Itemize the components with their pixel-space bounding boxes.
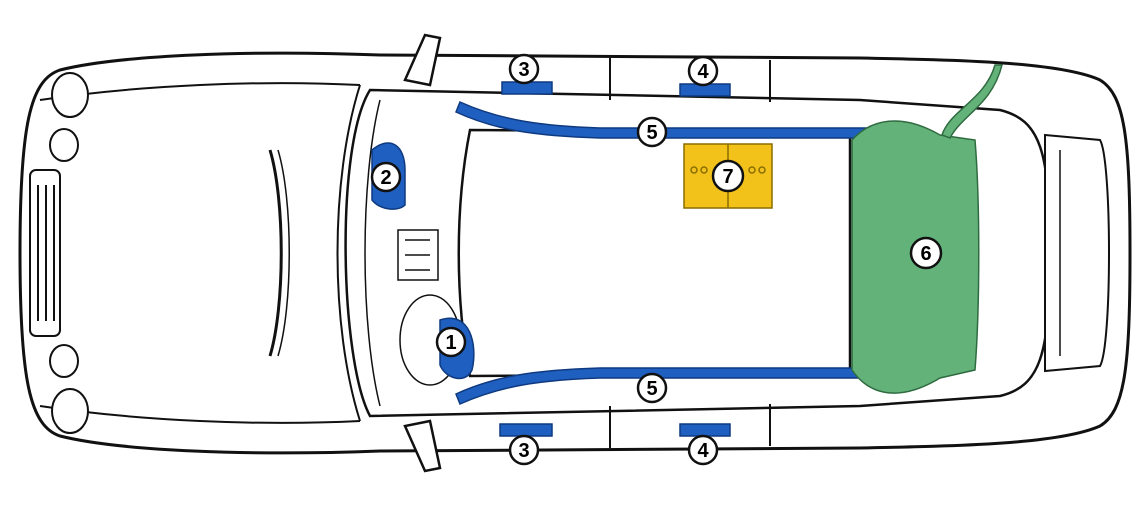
label-5-top: 5 bbox=[636, 116, 668, 148]
label-4-bottom-text: 4 bbox=[697, 440, 709, 462]
headlights bbox=[49, 72, 89, 434]
label-1-text: 1 bbox=[445, 332, 456, 354]
label-6: 6 bbox=[909, 236, 943, 270]
label-3-bottom-text: 3 bbox=[518, 440, 529, 462]
headlight-top-2 bbox=[49, 128, 79, 162]
label-2: 2 bbox=[370, 161, 402, 193]
label-4-bottom: 4 bbox=[687, 434, 719, 466]
front-side-airbag-bottom bbox=[499, 423, 553, 437]
label-1: 1 bbox=[435, 326, 467, 358]
label-2-text: 2 bbox=[380, 167, 391, 189]
cargo-hose bbox=[941, 64, 1003, 139]
label-7: 7 bbox=[711, 159, 745, 193]
cabin bbox=[344, 58, 1110, 448]
label-5-bottom-text: 5 bbox=[646, 378, 657, 400]
dashboard bbox=[364, 99, 461, 407]
label-6-text: 6 bbox=[920, 243, 931, 265]
label-3-top: 3 bbox=[508, 53, 540, 85]
label-7-text: 7 bbox=[722, 166, 733, 188]
hood bbox=[29, 82, 361, 424]
labels: 1 2 3 3 4 4 5 5 bbox=[370, 53, 943, 466]
label-5-top-text: 5 bbox=[646, 122, 657, 144]
headlight-bottom-1 bbox=[51, 388, 89, 434]
label-3-top-text: 3 bbox=[518, 59, 529, 81]
label-4-top-text: 4 bbox=[697, 61, 709, 83]
mirror-top bbox=[403, 33, 442, 87]
headlight-bottom-2 bbox=[49, 344, 79, 378]
label-5-bottom: 5 bbox=[636, 372, 668, 404]
mirror-bottom bbox=[403, 419, 442, 473]
label-4-top: 4 bbox=[687, 55, 719, 87]
side-mirrors bbox=[403, 33, 442, 473]
headlight-top-1 bbox=[51, 72, 89, 118]
label-3-bottom: 3 bbox=[508, 434, 540, 466]
rear-side-airbag-bottom bbox=[679, 423, 731, 437]
